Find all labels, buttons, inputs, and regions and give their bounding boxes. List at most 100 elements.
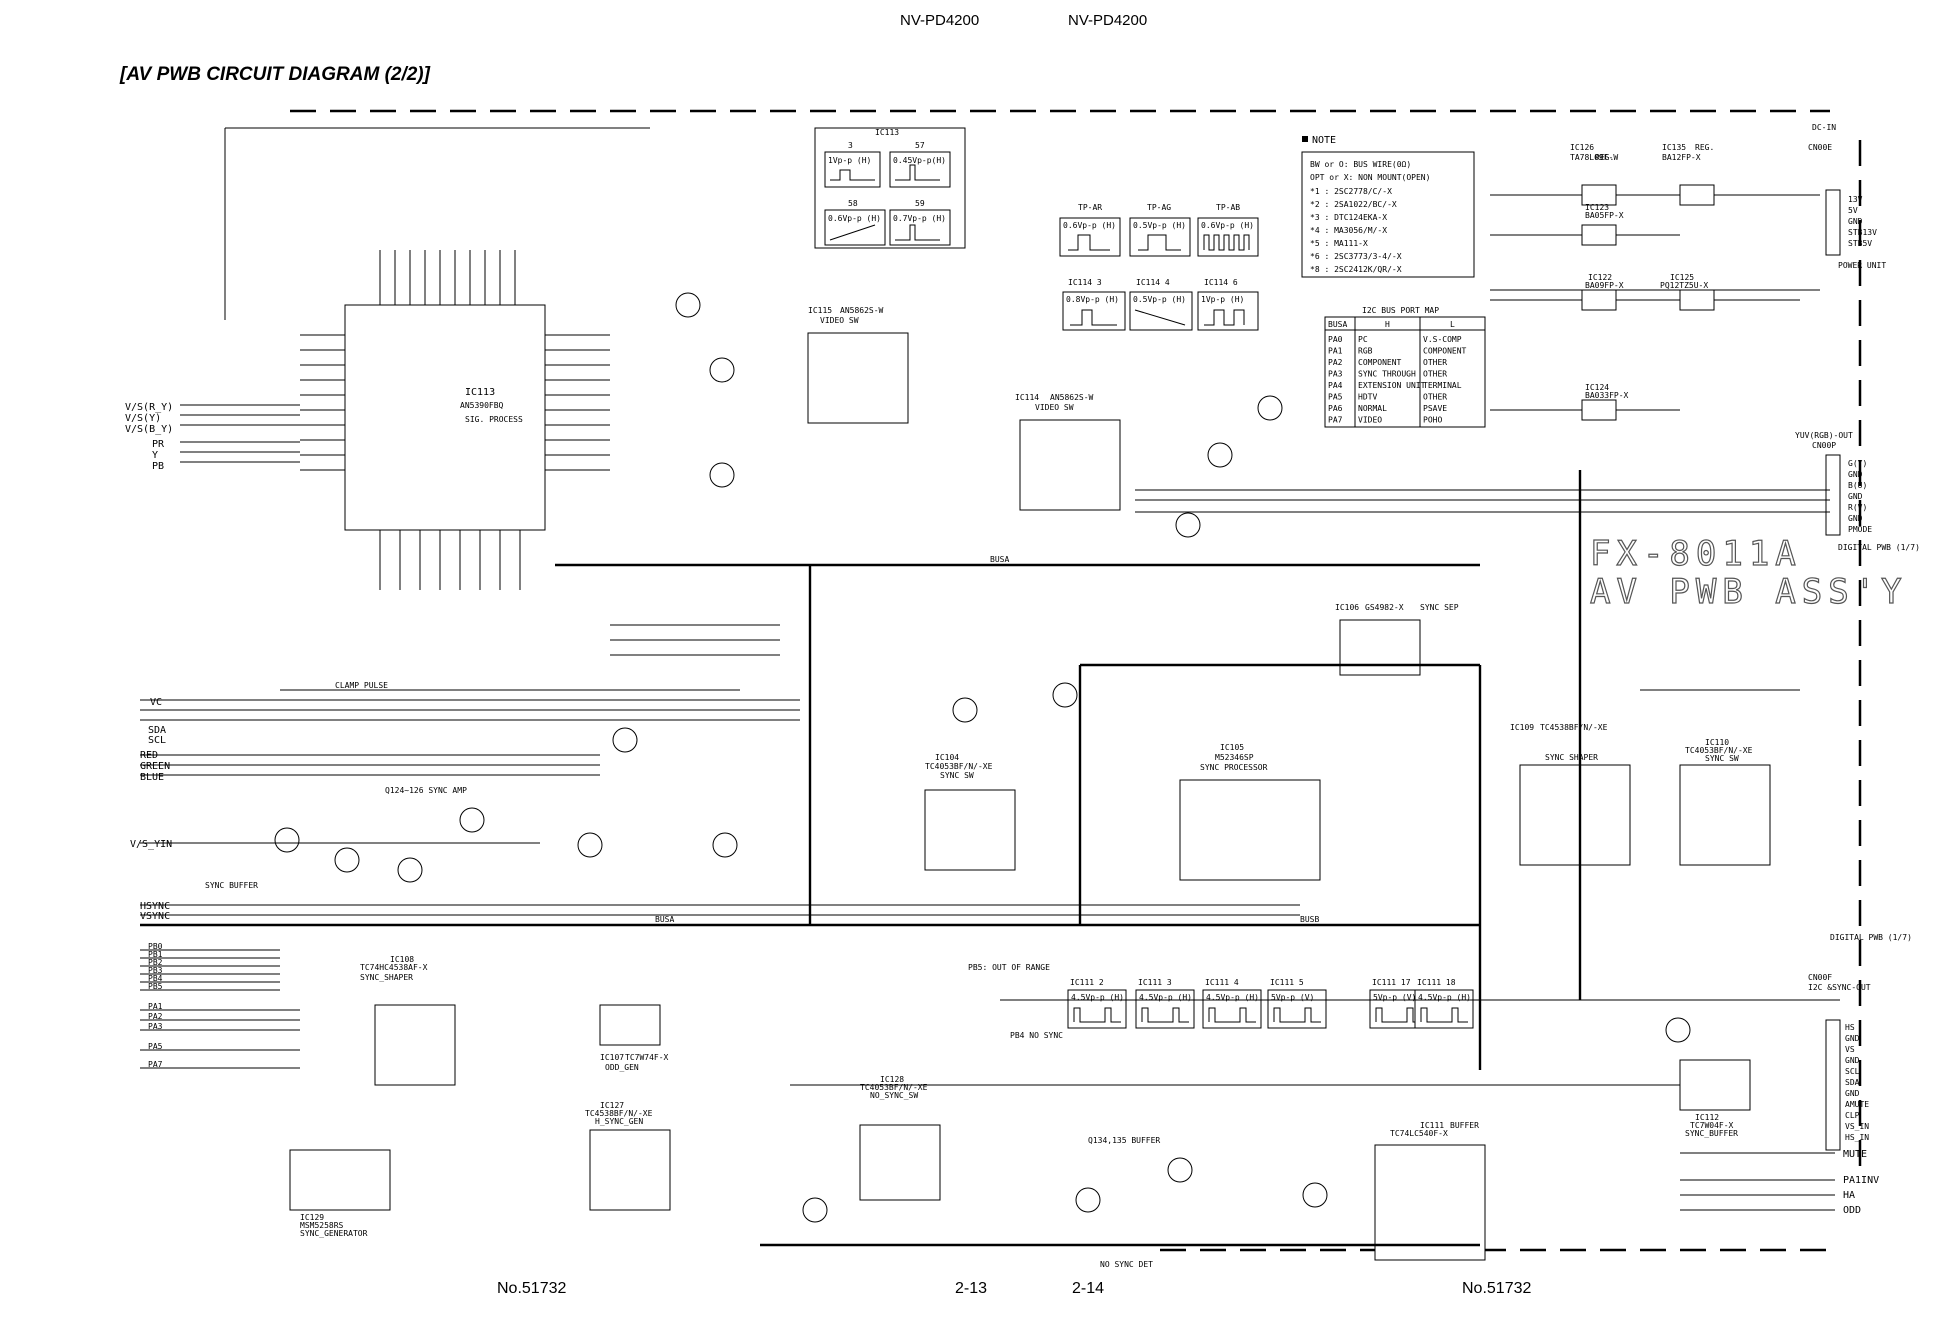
- svg-text:SYNC BUFFER: SYNC BUFFER: [205, 881, 258, 890]
- ic112-block: IC112 TC7W04F-X SYNC_BUFFER: [1679, 1059, 1751, 1138]
- assembly-title-line2: AV PWB ASS'Y: [1590, 572, 1908, 612]
- svg-text:HSYNC: HSYNC: [140, 901, 170, 912]
- power-connector: DC-IN CN00E 13V 5V GND STB13V STB5V POWE…: [1808, 123, 1886, 270]
- svg-text:GND: GND: [1848, 514, 1863, 523]
- svg-text:Q134,135 BUFFER: Q134,135 BUFFER: [1088, 1136, 1160, 1145]
- ic135-box: [1679, 184, 1715, 206]
- svg-text:BA09FP-X: BA09FP-X: [1585, 281, 1624, 290]
- svg-text:REG.: REG.: [1695, 143, 1714, 152]
- svg-text:Q124~126 SYNC AMP: Q124~126 SYNC AMP: [385, 786, 467, 795]
- ic113-func: SIG. PROCESS: [465, 415, 523, 424]
- svg-text:CLAMP PULSE: CLAMP PULSE: [335, 681, 388, 690]
- i2c-table-cell: RGB: [1358, 347, 1373, 356]
- svg-text:SYNC SEP: SYNC SEP: [1420, 603, 1459, 612]
- svg-text:PB4 NO SYNC: PB4 NO SYNC: [1010, 1031, 1063, 1040]
- svg-text:STB13V: STB13V: [1848, 228, 1877, 237]
- ic113-part: AN5390FBQ: [460, 401, 504, 410]
- svg-text:*4 : MA3056/M/-X: *4 : MA3056/M/-X: [1310, 226, 1387, 235]
- svg-text:R(V): R(V): [1848, 503, 1867, 512]
- svg-text:IC122: IC122: [1588, 273, 1612, 282]
- bus-lines: BUSA BUSA BUSB: [140, 470, 1582, 1247]
- svg-text:*6 : 2SC3773/3-4/-X: *6 : 2SC3773/3-4/-X: [1310, 252, 1402, 261]
- bus-signal-label: PB1: [148, 950, 163, 959]
- svg-text:0.8Vp-p (H): 0.8Vp-p (H): [1066, 295, 1119, 304]
- svg-text:TC4538BF/N/-XE: TC4538BF/N/-XE: [585, 1109, 653, 1118]
- ic114-waveforms: IC114 3 0.8Vp-p (H) IC114 4 0.5Vp-p (H) …: [1062, 278, 1259, 331]
- i2c-connector-pin: GND: [1845, 1056, 1860, 1065]
- svg-text:SYNC SW: SYNC SW: [940, 771, 974, 780]
- i2c-table-cell: OTHER: [1423, 358, 1447, 367]
- svg-text:1Vp-p (H): 1Vp-p (H): [1201, 295, 1244, 304]
- i2c-table-cell: V.S-COMP: [1423, 335, 1462, 344]
- i2c-table-cell: PSAVE: [1423, 404, 1447, 413]
- ic111-wave-value: 4.5Vp-p (H): [1139, 993, 1192, 1002]
- i2c-sync-connector: CN00F I2C &SYNC-OUT DIGITAL PWB (1/7) HS…: [1808, 933, 1912, 1151]
- svg-text:SDA: SDA: [148, 725, 166, 736]
- svg-text:0.7Vp-p (H): 0.7Vp-p (H): [893, 214, 946, 223]
- ic111-wave-value: 4.5Vp-p (H): [1071, 993, 1124, 1002]
- ic113-ref: IC113: [465, 387, 495, 398]
- i2c-table-cell: PA0: [1328, 335, 1343, 344]
- footer-doc-number-right: No.51732: [1462, 1280, 1532, 1297]
- svg-text:IC107: IC107: [600, 1053, 624, 1062]
- ic108-block: IC108 TC74HC4538AF-X SYNC_SHAPER: [360, 955, 456, 1086]
- ic107-block: IC107 TC7W74F-X ODD_GEN: [599, 1004, 669, 1072]
- svg-text:TC4053BF/N/-XE: TC4053BF/N/-XE: [1685, 746, 1753, 755]
- i2c-table-cell: PC: [1358, 335, 1368, 344]
- ic111-wave-value: 4.5Vp-p (H): [1206, 993, 1259, 1002]
- ic124-box: [1581, 399, 1617, 421]
- svg-text:PMODE: PMODE: [1848, 525, 1872, 534]
- svg-text:GND: GND: [1848, 492, 1863, 501]
- svg-text:PB: PB: [152, 461, 164, 472]
- svg-text:CN00E: CN00E: [1808, 143, 1832, 152]
- svg-text:57: 57: [915, 141, 925, 150]
- svg-text:HA: HA: [1843, 1190, 1855, 1201]
- ic122-box: [1581, 289, 1617, 311]
- svg-text:BUSA: BUSA: [1328, 320, 1347, 329]
- svg-text:IC124: IC124: [1585, 383, 1609, 392]
- svg-text:*5 : MA111-X: *5 : MA111-X: [1310, 239, 1368, 248]
- ic113-block: IC113 AN5390FBQ SIG. PROCESS: [300, 250, 610, 590]
- ic111-wave-pin: IC111 4: [1205, 978, 1239, 987]
- svg-text:IC108: IC108: [390, 955, 414, 964]
- svg-text:SCL: SCL: [148, 735, 166, 746]
- wave-ic113-label: IC113: [875, 128, 899, 137]
- i2c-connector-pin: SDA: [1845, 1078, 1860, 1087]
- ic111-block: IC111 TC74LC540F-X BUFFER: [1374, 1121, 1486, 1261]
- ic111-wave-value: 5Vp-p (V): [1271, 993, 1314, 1002]
- ic111-waveforms: IC111 24.5Vp-p (H)IC111 34.5Vp-p (H)IC11…: [1067, 978, 1474, 1029]
- svg-text:ODD_GEN: ODD_GEN: [605, 1063, 639, 1072]
- svg-text:CN00P: CN00P: [1812, 441, 1836, 450]
- ic111-wave-value: 5Vp-p (V): [1373, 993, 1416, 1002]
- ic123-box: [1581, 224, 1617, 246]
- svg-text:AN5862S-W: AN5862S-W: [840, 306, 884, 315]
- svg-text:IC128: IC128: [880, 1075, 904, 1084]
- svg-text:5V: 5V: [1848, 206, 1858, 215]
- svg-text:STB5V: STB5V: [1848, 239, 1872, 248]
- i2c-table-cell: EXTENSION UNIT: [1358, 381, 1426, 390]
- svg-text:*8 : 2SC2412K/QR/-X: *8 : 2SC2412K/QR/-X: [1310, 265, 1402, 274]
- ic111-wave-trace: [1208, 1007, 1256, 1023]
- svg-text:NO SYNC DET: NO SYNC DET: [1100, 1260, 1153, 1269]
- svg-text:IC135: IC135: [1662, 143, 1686, 152]
- footer-page-right: 2-14: [1072, 1280, 1105, 1297]
- output-signals: MUTE PA1INV HA ODD: [1680, 1149, 1879, 1216]
- svg-text:PA1INV: PA1INV: [1843, 1175, 1879, 1186]
- assembly-title-line1: FX-8011A: [1590, 534, 1802, 574]
- ic111-wave-trace: [1420, 1007, 1468, 1023]
- bus-signal-label: PB2: [148, 958, 163, 967]
- i2c-table-cell: OTHER: [1423, 393, 1447, 402]
- i2c-table-cell: COMPONENT: [1358, 358, 1402, 367]
- inline-notes: CLAMP PULSE SYNC BUFFER Q124~126 SYNC AM…: [205, 681, 1160, 1269]
- ic111-wave-pin: IC111 17: [1372, 978, 1411, 987]
- svg-text:VSYNC: VSYNC: [140, 911, 170, 922]
- ic110-block: IC110 TC4053BF/N/-XE SYNC SW: [1679, 738, 1771, 866]
- ic114-block: IC114 AN5862S-W VIDEO SW: [1015, 393, 1121, 511]
- svg-text:1Vp-p (H): 1Vp-p (H): [828, 156, 871, 165]
- svg-text:I2C &SYNC-OUT: I2C &SYNC-OUT: [1808, 983, 1871, 992]
- svg-text:IC112: IC112: [1695, 1113, 1719, 1122]
- svg-text:PQ12TZ5U-X: PQ12TZ5U-X: [1660, 281, 1708, 290]
- svg-text:BA033FP-X: BA033FP-X: [1585, 391, 1629, 400]
- bus-signal-label: PA7: [148, 1060, 163, 1069]
